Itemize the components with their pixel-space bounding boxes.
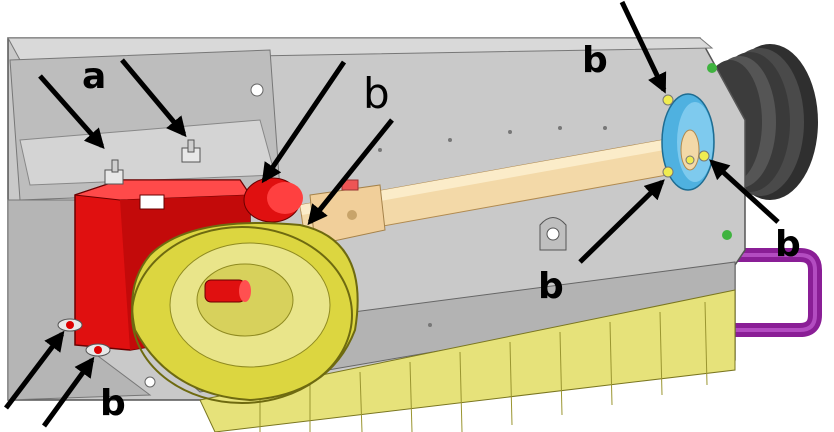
arrow-b-gearbox-cap [261, 60, 347, 184]
arrow-b-bottom-left-2 [41, 356, 95, 428]
label-b-top-right: b [582, 40, 608, 81]
pto-guard [131, 222, 359, 404]
label-b-bottom-left: b [100, 383, 126, 424]
rotor-flails [199, 289, 736, 432]
label-b-thin: b [363, 69, 390, 118]
grease-nipple-top [707, 63, 717, 73]
label-b-right: b [775, 224, 801, 265]
arrow-b-flange-top [619, 0, 667, 94]
arrow-b-shaft [307, 118, 394, 226]
hydraulic-pipe [735, 248, 822, 337]
bearing-flange [661, 93, 715, 191]
label-b-mid-right: b [538, 266, 564, 307]
arrow-a-right [120, 58, 187, 138]
arrow-b-bottom-left-1 [4, 330, 65, 410]
label-a: a [82, 56, 106, 97]
arrow-a-left [38, 74, 105, 149]
arrow-b-flange-right [709, 159, 780, 224]
arrow-b-flange-bottom [578, 179, 665, 264]
grease-nipple-right [722, 230, 732, 240]
